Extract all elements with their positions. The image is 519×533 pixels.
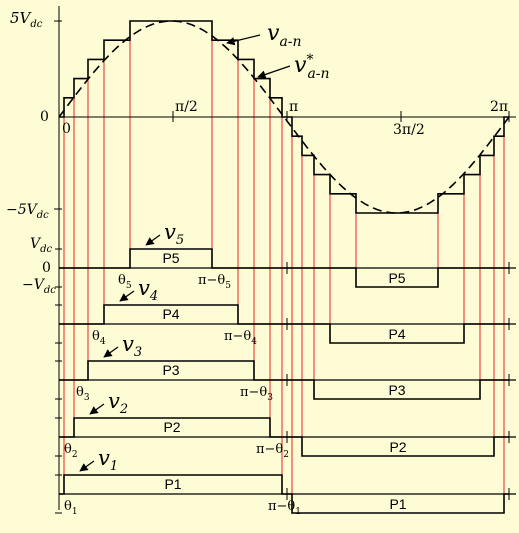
strip-box-label-neg: P3 <box>388 382 405 398</box>
reference-sine-wave <box>58 20 510 214</box>
strip-waveform <box>59 474 509 514</box>
x-label-zero: 0 <box>62 121 71 137</box>
strip-v-arrow <box>119 290 135 302</box>
strip-waveform <box>59 304 509 344</box>
strip-box-label-pos: P2 <box>163 419 180 435</box>
strip-pi-minus-theta-label: π−θ4 <box>224 329 257 347</box>
x-label-three-half-pi: 3π/2 <box>393 122 425 138</box>
strip-box-label-neg: P4 <box>388 326 405 342</box>
strip-pi-minus-theta-label: π−θ1 <box>268 499 301 517</box>
strip-v-arrow <box>103 346 119 358</box>
strip-v-arrow <box>79 460 95 472</box>
strip-pi-minus-theta-label: π−θ5 <box>198 273 231 291</box>
strip-box-label-pos: P3 <box>162 362 179 378</box>
v-an-arrow <box>226 34 261 46</box>
strip-pi-minus-theta-label: π−θ2 <box>256 442 289 460</box>
strip-box-label-pos: P1 <box>164 476 181 492</box>
y-label-zero: 0 <box>40 109 49 125</box>
strip-level-labels: Vdc 0 −Vdc <box>22 236 56 296</box>
strip-box-label-neg: P2 <box>389 439 406 455</box>
strip-box-label-neg: P1 <box>389 496 406 512</box>
v-an-ref-arrow <box>257 65 291 79</box>
switching-angle-guides <box>63 21 505 494</box>
strip-waveform <box>59 360 509 400</box>
strip-box-label-neg: P5 <box>388 270 405 286</box>
vdc-neg-label: −Vdc <box>22 277 56 296</box>
x-label-half-pi: π/2 <box>175 99 198 115</box>
strip-box-label-pos: P5 <box>162 250 179 266</box>
strip-box-label-pos: P4 <box>162 306 179 322</box>
strip-v-arrow <box>145 234 161 246</box>
y-label-bottom: −5Vdc <box>6 202 49 221</box>
strip-waveform <box>59 248 509 288</box>
x-label-two-pi: 2π <box>490 99 508 115</box>
strip-pi-minus-theta-label: π−θ3 <box>240 385 273 403</box>
staircase-output-voltage <box>59 20 509 214</box>
strip-waveform <box>59 417 509 457</box>
strip-v-arrow <box>89 403 105 415</box>
x-label-pi: π <box>289 99 298 115</box>
vdc-pos-label: Vdc <box>30 236 53 255</box>
y-label-top: 5Vdc <box>10 9 43 30</box>
v-an-ref-label: v*a-n <box>294 52 330 82</box>
main-plot-labels: 5Vdc 0 −5Vdc 0 π/2 π 3π/2 2π va-n v*a-n <box>6 9 508 221</box>
level-zero-label: 0 <box>42 260 51 276</box>
v-an-label: va-n <box>267 21 302 50</box>
